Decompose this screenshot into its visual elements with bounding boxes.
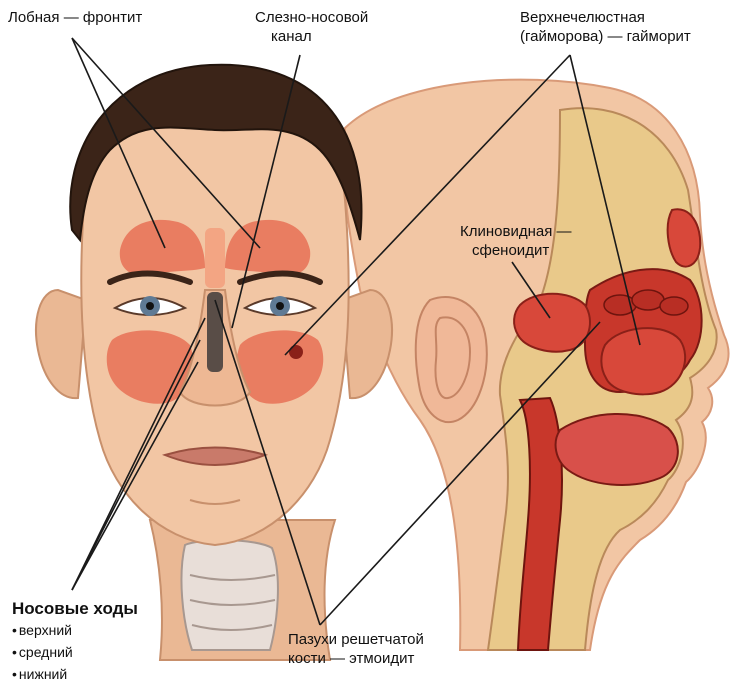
label-frontal-sinus: Лобная — фронтит — [8, 8, 142, 27]
front-face — [36, 65, 392, 660]
label-maxillary-line-2: (гайморова) — гайморит — [520, 27, 691, 46]
label-maxillary-line-1: Верхнечелюстная — [520, 8, 691, 27]
turbinate — [660, 297, 688, 315]
turbinate — [604, 295, 636, 315]
profile-head — [344, 80, 729, 650]
label-ethmoid-line-1: Пазухи решетчатой — [288, 630, 424, 649]
nasal-passage-item: средний — [12, 641, 138, 663]
label-lacrimal-canal: Слезно-носовой канал — [255, 8, 368, 46]
label-ethmoid-line-2: кости — этмоидит — [288, 649, 424, 668]
label-lacrimal-line-2: канал — [255, 27, 368, 46]
right-pupil — [276, 302, 284, 310]
tongue — [556, 414, 678, 485]
inflammation-spot — [289, 345, 303, 359]
label-sphenoid-sinus: Клиновидная — сфеноидит — [460, 222, 572, 260]
turbinate — [632, 290, 664, 310]
label-sphenoid-line-1: Клиновидная — — [460, 222, 572, 241]
nasal-passage-item: верхний — [12, 619, 138, 641]
sphenoid-sinus — [514, 294, 590, 352]
label-ethmoid-sinus: Пазухи решетчатой кости — этмоидит — [288, 630, 424, 668]
ethmoid-strip — [205, 228, 225, 288]
right-ear — [342, 290, 392, 398]
nasal-septum — [207, 292, 223, 372]
left-ear — [36, 290, 86, 398]
label-lacrimal-line-1: Слезно-носовой — [255, 8, 368, 27]
maxillary-sinus-profile — [601, 328, 685, 394]
left-pupil — [146, 302, 154, 310]
label-maxillary-sinus: Верхнечелюстная (гайморова) — гайморит — [520, 8, 691, 46]
larynx — [181, 540, 277, 650]
nasal-passage-item: нижний — [12, 663, 138, 685]
nasal-passages-title: Носовые ходы — [12, 598, 138, 619]
label-sphenoid-line-2: сфеноидит — [460, 241, 572, 260]
nasal-passages-legend: Носовые ходы верхний средний нижний — [12, 598, 138, 685]
